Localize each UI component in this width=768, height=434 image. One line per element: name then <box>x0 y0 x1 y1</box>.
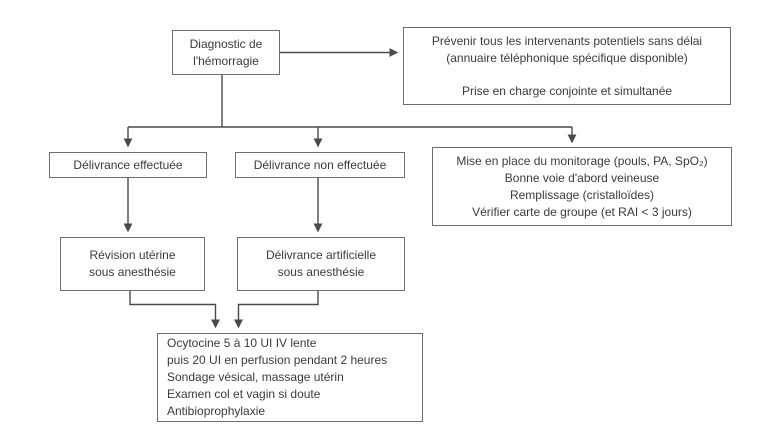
delivrance-non-effectuee-box: Délivrance non effectuée <box>235 152 405 178</box>
text-line: sous anesthésie <box>277 265 365 279</box>
text-line: Examen col et vagin si doute <box>167 387 321 401</box>
text-line: Prise en charge conjointe et simultanée <box>461 83 673 98</box>
text-line: Prévenir tous les intervenants potentiel… <box>431 33 703 48</box>
text-line: l'hémorragie <box>193 53 259 68</box>
text-line: Sondage vésical, massage utérin <box>167 370 344 384</box>
text-line: sous anesthésie <box>89 265 176 279</box>
text-line: puis 20 UI en perfusion pendant 2 heures <box>167 353 388 367</box>
text-line: Révision utérine <box>89 248 176 262</box>
delivrance-effectuee-box: Délivrance effectuée <box>49 152 207 178</box>
text-line: Vérifier carte de groupe (et RAI < 3 jou… <box>472 204 692 219</box>
text-line: (annuaire téléphonique spécifique dispon… <box>446 50 688 65</box>
text-line: Ocytocine 5 à 10 UI IV lente <box>167 336 317 350</box>
text-line: Bonne voie d'abord veineuse <box>504 170 660 185</box>
text-line: Antibioprophylaxie <box>167 404 266 418</box>
text-line: Délivrance artificielle <box>265 248 377 262</box>
diagnostic-box: Diagnostic de l'hémorragie <box>172 30 280 75</box>
text-line: Diagnostic de <box>189 36 263 51</box>
arrow-artificielle-to-ocytocine <box>233 291 319 329</box>
text-line: Délivrance effectuée <box>73 157 183 172</box>
revision-uterine-box: Révision utérine sous anesthésie <box>60 237 205 291</box>
branch-trunk-line <box>128 75 572 128</box>
text-line: Mise en place du monitorage (pouls, PA, … <box>456 153 708 168</box>
prevenir-intervenants-box: Prévenir tous les intervenants potentiel… <box>403 27 731 105</box>
text-line: Remplissage (cristalloïdes) <box>509 187 655 202</box>
delivrance-artificielle-box: Délivrance artificielle sous anesthésie <box>237 237 405 291</box>
arrow-revision-to-ocytocine <box>129 291 221 329</box>
ocytocine-treatment-box: Ocytocine 5 à 10 UI IV lente puis 20 UI … <box>157 333 423 422</box>
text-line: Délivrance non effectuée <box>253 157 387 172</box>
monitorage-box: Mise en place du monitorage (pouls, PA, … <box>432 147 732 226</box>
